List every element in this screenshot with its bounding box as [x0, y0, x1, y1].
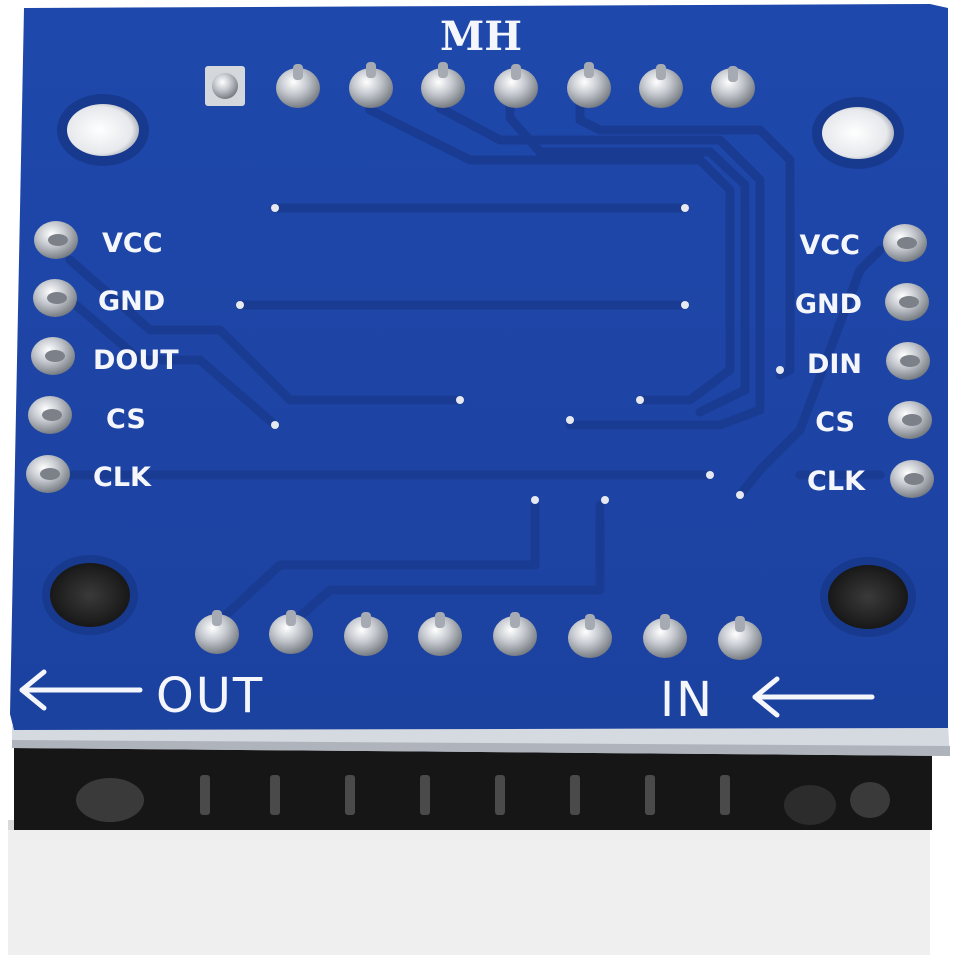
- left-label-gnd: GND: [98, 286, 165, 317]
- right-label-gnd: GND: [795, 289, 862, 320]
- right-label-clk: CLK: [807, 466, 866, 497]
- pcb-edge: [12, 726, 950, 756]
- right-label-vcc: VCC: [799, 230, 860, 261]
- arrow-left-icon: [19, 669, 143, 711]
- pcb-board: [10, 4, 948, 730]
- pcb-vias: [236, 204, 784, 504]
- left-pin-labels: VCC GND DOUT CS CLK: [93, 228, 179, 493]
- arrow-left-icon: [752, 676, 875, 718]
- led-matrix-pins: [14, 748, 932, 830]
- left-label-vcc: VCC: [102, 228, 163, 259]
- right-label-din: DIN: [807, 349, 862, 380]
- top-solder-pads: [205, 62, 755, 108]
- right-header-pads: [883, 224, 934, 498]
- left-label-dout: DOUT: [93, 345, 179, 376]
- out-label: OUT: [156, 668, 264, 724]
- out-indicator: OUT: [19, 668, 264, 724]
- left-header-pads: [26, 221, 78, 493]
- in-indicator: IN: [660, 672, 875, 728]
- bottom-solder-pads: [195, 610, 762, 660]
- pcb-traces: [65, 83, 885, 630]
- in-label: IN: [660, 672, 714, 728]
- led-matrix-housing: [8, 820, 930, 955]
- mounting-holes: [42, 94, 916, 637]
- right-label-cs: CS: [815, 407, 855, 438]
- brand-label: MH: [440, 13, 522, 60]
- right-pin-labels: VCC GND DIN CS CLK: [795, 230, 866, 497]
- left-label-clk: CLK: [93, 462, 152, 493]
- left-label-cs: CS: [106, 404, 146, 435]
